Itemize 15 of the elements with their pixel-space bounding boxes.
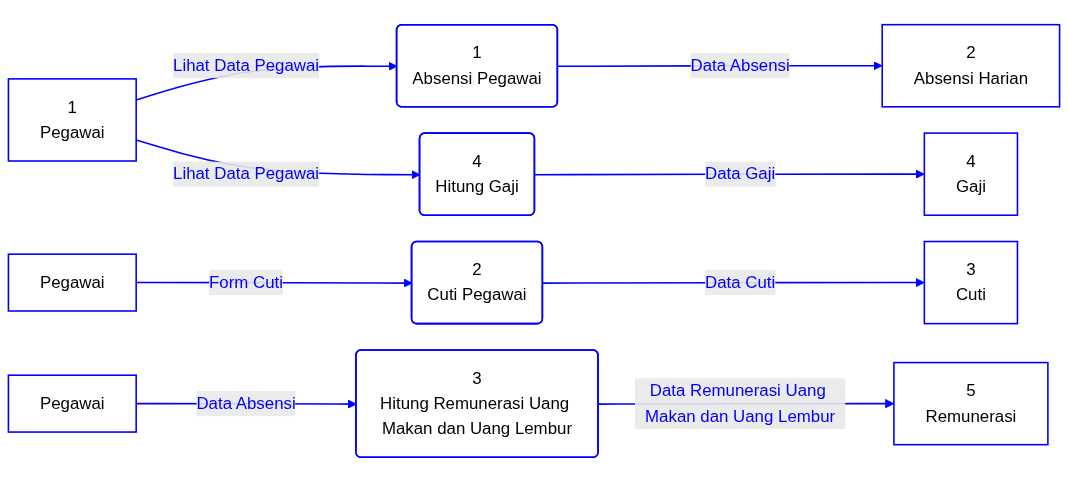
node-box: Pegawai [7,253,137,312]
edge-label: Lihat Data Pegawai [173,164,320,183]
edge-label: Data Absensi [690,56,790,75]
edge-label: Data Remunerasi Uang Makan dan Uang Lembur [645,381,836,425]
node-box: 4 Gaji [923,132,1019,216]
edge-label: Data Absensi [196,394,296,413]
edge-label: Data Cuti [705,273,776,291]
node-box: 2 Absensi Harian [881,23,1061,108]
node-box: 3 Cuti [923,240,1019,325]
node-box: 5 Remunerasi [893,361,1049,446]
edge-label: Form Cuti [209,273,284,291]
node-box: Pegawai [7,374,137,433]
node-box: 1 Pegawai [7,78,137,162]
edge-label: Lihat Data Pegawai [173,56,320,75]
edge-label: Data Gaji [705,164,776,183]
